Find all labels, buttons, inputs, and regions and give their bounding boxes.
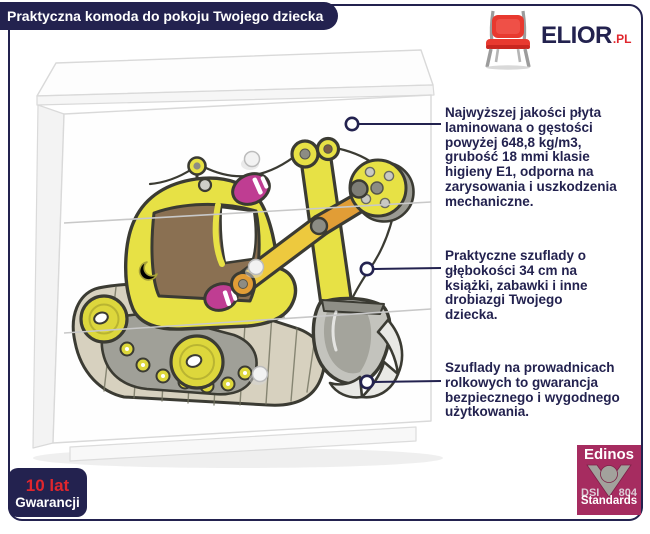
warranty-label: Gwarancji (15, 494, 80, 510)
banner-title: Praktyczna komoda do pokoju Twojego dzie… (7, 8, 324, 24)
bucket-inner (323, 304, 372, 374)
track-wheel-right (169, 334, 225, 390)
dresser-plinth (69, 426, 417, 462)
edinos-badge: Edinos DSI 804 Standards (577, 445, 641, 515)
callouts (344, 116, 442, 390)
drawer-knobs (241, 150, 269, 385)
drawer-knob-3[interactable] (251, 365, 269, 383)
cab-window-pane (219, 205, 257, 265)
feature-note-runners: Szuflady na prowadnicach rolkowych to gw… (445, 360, 620, 420)
title-banner: Praktyczna komoda do pokoju Twojego dzie… (0, 2, 338, 30)
drawer-knob-2[interactable] (247, 258, 265, 276)
pink-mirror-top (231, 172, 271, 206)
edinos-dsi-text: DSI (581, 487, 599, 499)
feature-note-board: Najwyższej jakości płyta laminowana o gę… (445, 105, 617, 209)
edinos-standards: Standards (580, 495, 638, 507)
edinos-check-icon: DSI 804 (581, 464, 638, 499)
bucket (311, 296, 404, 399)
warranty-years: 10 lat (25, 475, 70, 495)
track-assembly (71, 283, 326, 407)
logo-tld-text: .PL (612, 32, 632, 46)
feature-note-drawers: Praktyczne szuflady o głębokości 34 cm n… (445, 248, 588, 323)
bucket-top-plate (321, 299, 385, 315)
track-wheel-left (79, 294, 129, 344)
callout-dot-3 (359, 374, 375, 390)
edinos-brand: Edinos (583, 446, 634, 463)
roof-ball (197, 177, 213, 193)
bucket-claw-3 (328, 375, 364, 399)
logo-brand-text: ELIOR (541, 22, 612, 49)
dresser-top-edge (36, 84, 435, 106)
drawer-knob-1[interactable] (243, 150, 261, 168)
edinos-804-text: 804 (619, 487, 638, 499)
cab-window-pillar (212, 202, 225, 267)
drawer-gaps (63, 201, 432, 334)
boom-pulley (348, 158, 415, 223)
cab-crescent (138, 261, 158, 281)
warranty-badge: 10 lat Gwarancji (8, 468, 87, 517)
callout-dot-2 (359, 261, 375, 277)
chair-icon (485, 10, 531, 70)
logo-wordmark: ELIOR .PL (541, 22, 632, 50)
brand-logo: ELIOR .PL (484, 8, 644, 70)
callout-dot-1 (344, 116, 360, 132)
